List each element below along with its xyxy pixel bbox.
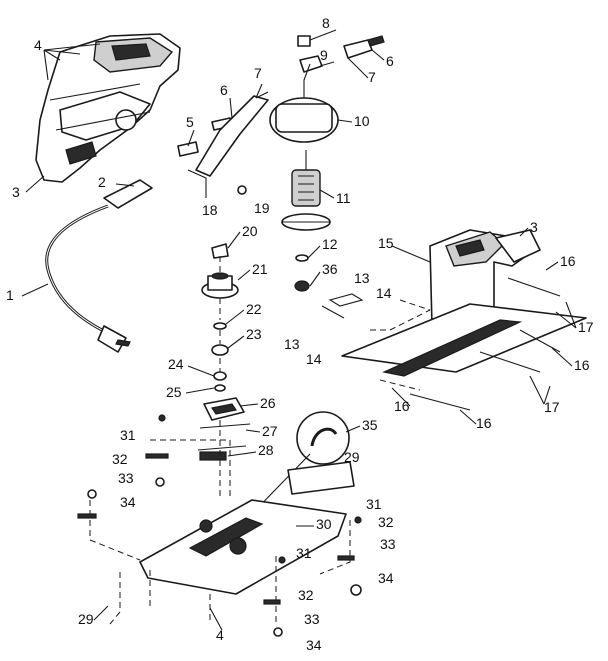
callout-9: 9 [320,47,328,63]
spring-callout [245,411,350,521]
callout-18: 18 [202,202,218,218]
callout-1: 1 [6,287,14,303]
callout-3-left: 3 [12,184,20,200]
callout-15: 15 [378,235,394,251]
callout-5: 5 [186,114,194,130]
housing-half-right [341,229,587,411]
callout-28: 28 [258,442,274,458]
callout-12: 12 [322,236,338,252]
callout-16-mid-right: 16 [574,357,590,373]
callout-32-right: 32 [378,514,394,530]
callout-31-left: 31 [120,427,136,443]
callout-21: 21 [252,261,268,277]
callout-6-left: 6 [220,82,228,98]
callout-6-right: 6 [386,53,394,69]
callout-17-lower: 17 [544,399,560,415]
power-cord [45,179,153,353]
callout-14-upper: 14 [376,285,392,301]
callout-31-bottom: 31 [296,545,312,561]
callout-24: 24 [168,356,184,372]
callout-32-bottom: 32 [298,587,314,603]
callout-19: 19 [254,200,270,216]
callout-14-lower: 14 [306,351,322,367]
callout-27: 27 [262,423,278,439]
callout-7-right: 7 [368,69,376,85]
callout-11: 11 [336,190,351,206]
callout-35: 35 [362,417,378,433]
callout-16-upper-right: 16 [560,253,576,269]
callout-29-right: 29 [344,449,360,465]
callout-32-left: 32 [112,451,128,467]
callout-26: 26 [260,395,276,411]
motor-field [269,63,339,143]
callout-labels: 4 3 2 1 6 7 5 18 19 8 9 6 7 10 11 12 36 … [6,15,594,653]
callout-4-bottom: 4 [216,627,224,643]
callout-13-lower: 13 [284,336,300,352]
callout-29-left: 29 [78,611,94,627]
callout-7-left: 7 [254,65,262,81]
callout-34-left: 34 [120,494,136,510]
callout-33-right: 33 [380,536,396,552]
callout-8: 8 [322,15,330,31]
gear-column [197,243,251,500]
callout-22: 22 [246,301,262,317]
callout-34-bottom: 34 [306,637,322,653]
housing-half-left [35,33,181,183]
callout-33-bottom: 33 [304,611,320,627]
hardware-stack-right [263,516,362,637]
callout-20: 20 [242,223,258,239]
callout-leaders [21,29,577,631]
callout-33-left: 33 [118,470,134,486]
callout-34-right: 34 [378,570,394,586]
callout-3-right: 3 [530,219,538,235]
armature [281,150,331,231]
callout-16-bottom: 16 [476,415,492,431]
callout-36: 36 [322,261,338,277]
callout-17-upper: 17 [578,319,594,335]
base-plate [89,439,355,626]
callout-13-upper: 13 [354,270,370,286]
callout-23: 23 [246,326,262,342]
callout-10: 10 [354,113,370,129]
callout-16-left: 16 [394,398,410,414]
hardware-stack-left [77,414,169,519]
callout-25: 25 [166,384,182,400]
callout-2: 2 [98,174,106,190]
callout-4-top: 4 [34,37,42,53]
switch-parts-left [177,91,269,198]
callout-31-right: 31 [366,496,382,512]
callout-30: 30 [316,516,332,532]
brush-assembly [297,35,385,73]
